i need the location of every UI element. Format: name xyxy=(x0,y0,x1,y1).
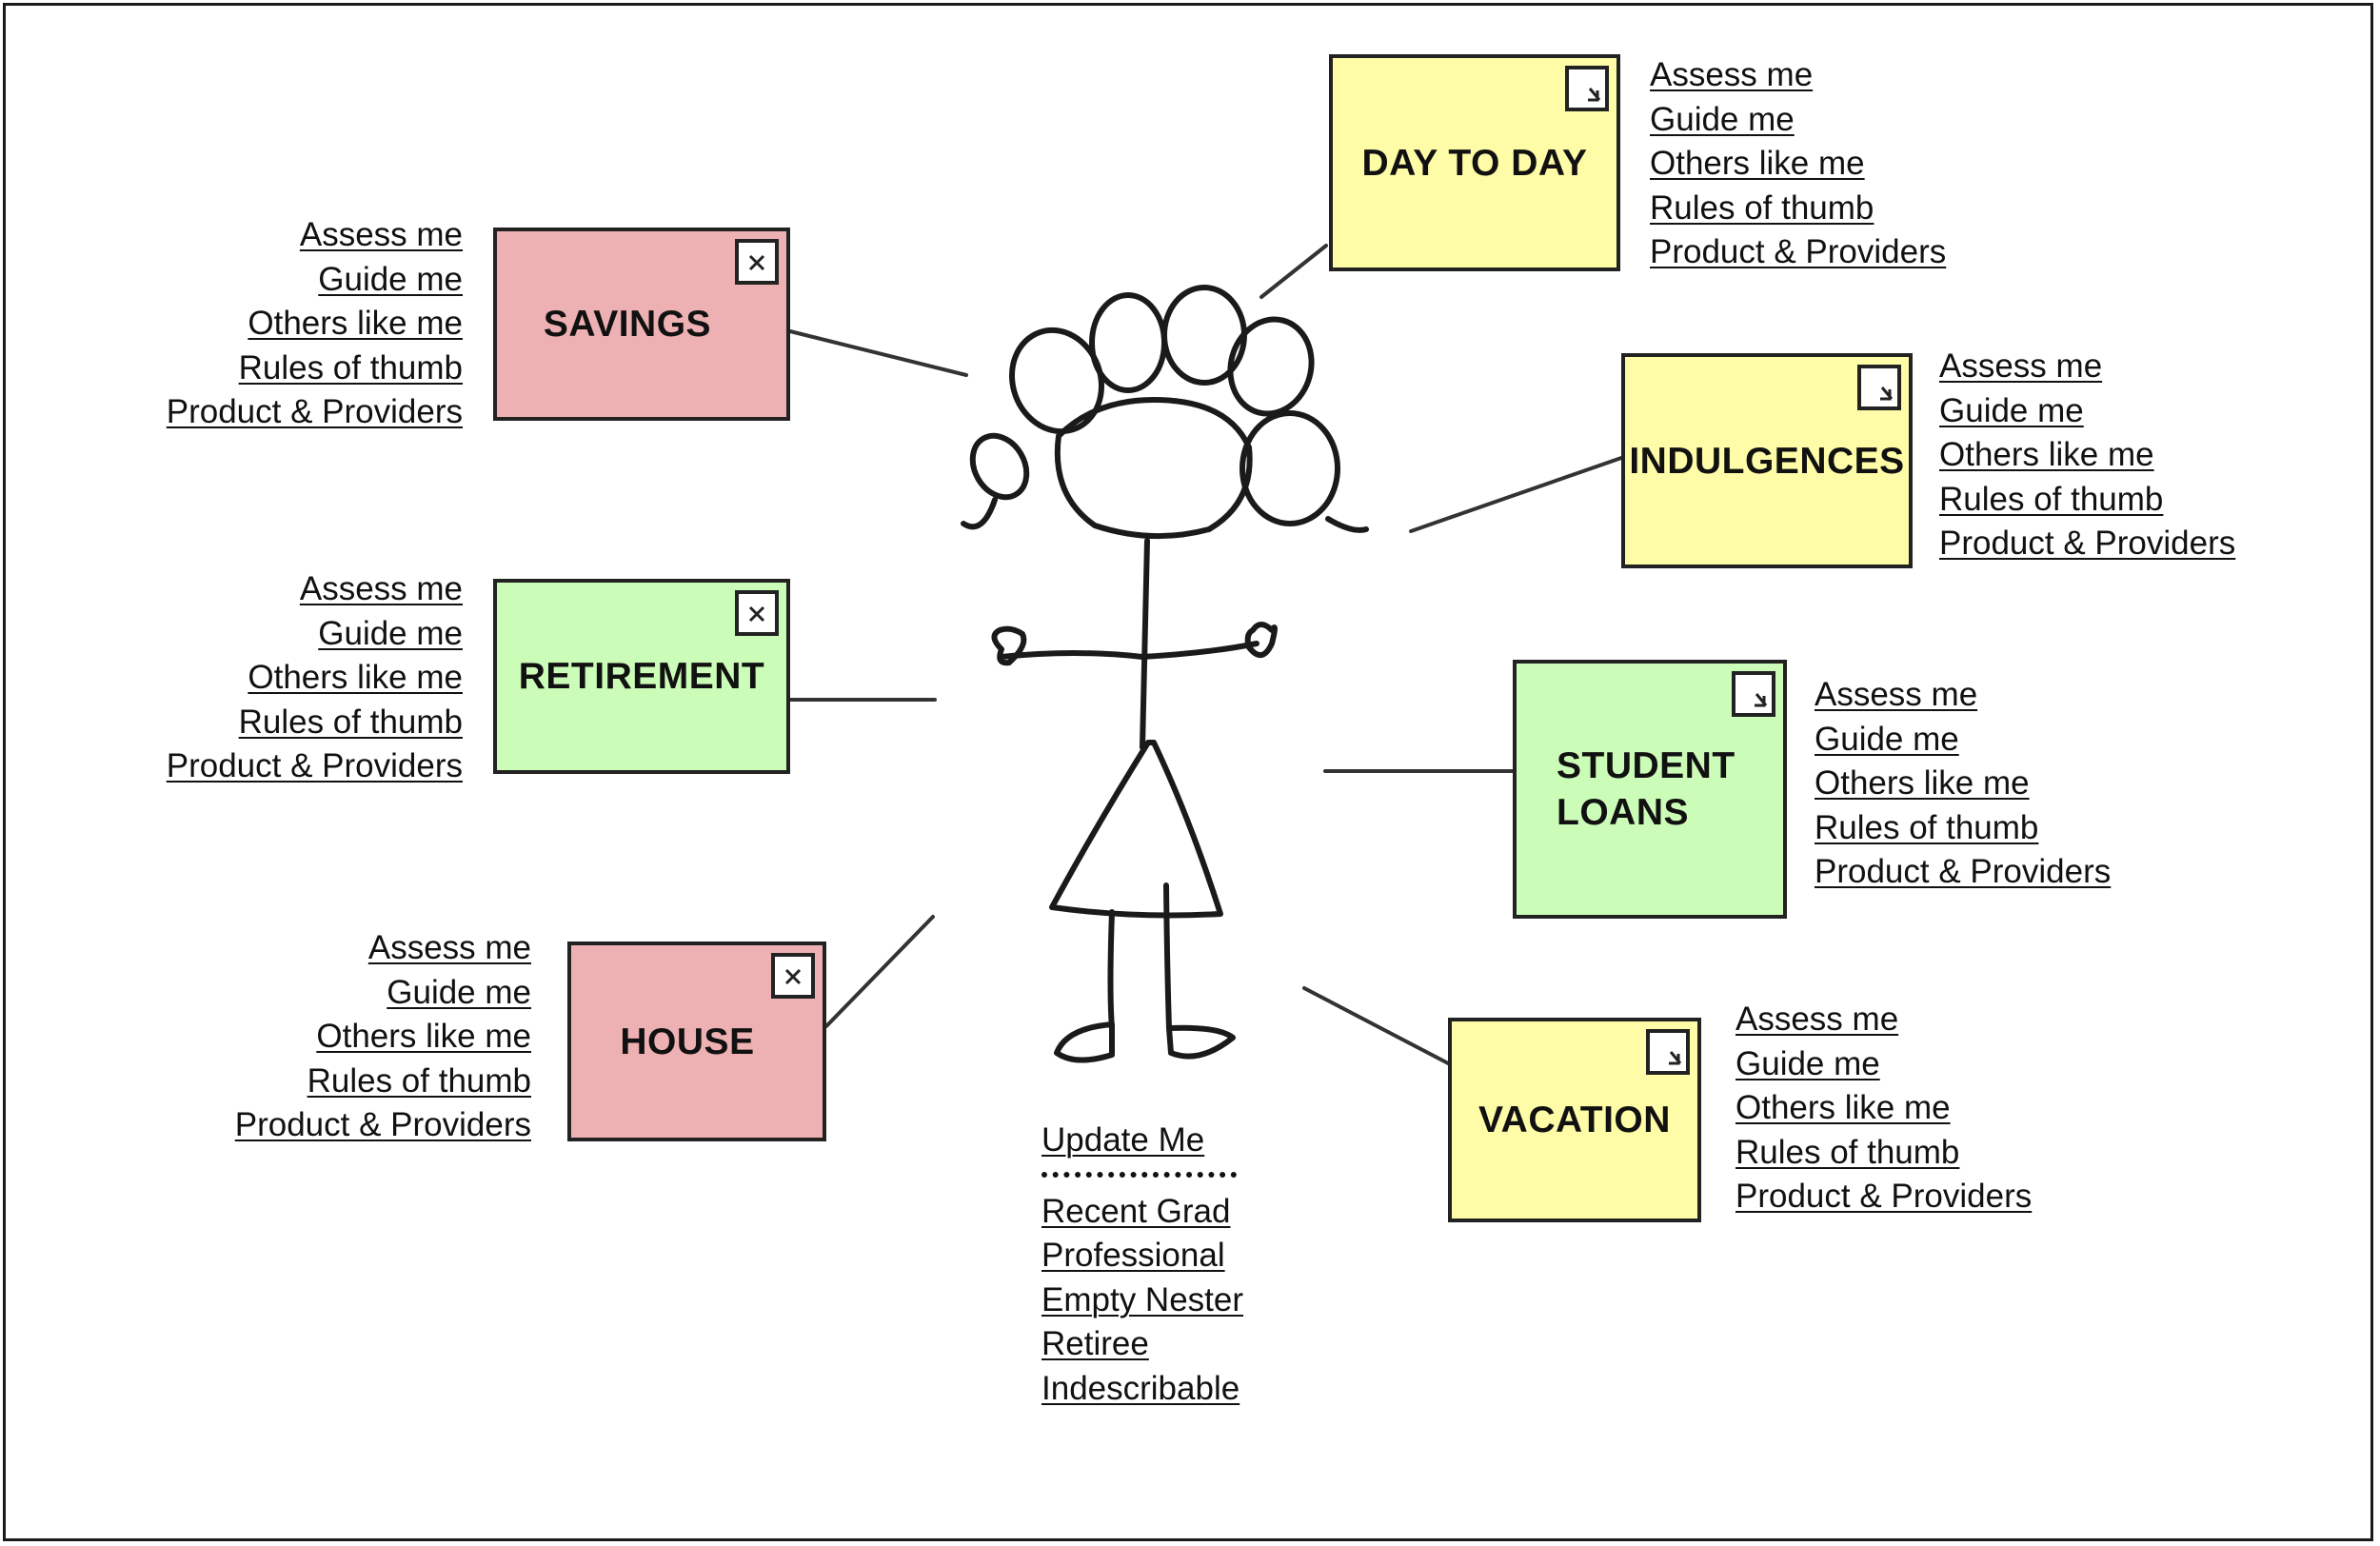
savings-products-link[interactable]: Product & Providers xyxy=(166,393,463,430)
goal-card-savings[interactable]: SAVINGS xyxy=(493,228,790,421)
vacation-others-link[interactable]: Others like me xyxy=(1735,1089,1951,1126)
savings-others-link[interactable]: Others like me xyxy=(248,305,463,342)
savings-assess-link[interactable]: Assess me xyxy=(299,216,463,253)
savings-rules-link[interactable]: Rules of thumb xyxy=(238,348,463,386)
goal-card-retirement[interactable]: RETIREMENT xyxy=(493,579,790,774)
vacation-assess-link[interactable]: Assess me xyxy=(1735,1001,1899,1038)
vacation-guide-link[interactable]: Guide me xyxy=(1735,1044,1880,1082)
dotted-divider xyxy=(1041,1171,1237,1178)
student-loans-guide-link[interactable]: Guide me xyxy=(1815,720,1959,758)
indulgences-others-link[interactable]: Others like me xyxy=(1939,436,2154,473)
house-guide-link[interactable]: Guide me xyxy=(387,973,531,1011)
retirement-others-link[interactable]: Others like me xyxy=(248,659,463,696)
expand-icon[interactable] xyxy=(1732,671,1775,717)
retirement-rules-link[interactable]: Rules of thumb xyxy=(238,703,463,741)
update-me-link[interactable]: Update Me xyxy=(1041,1121,1205,1159)
expand-icon[interactable] xyxy=(735,239,779,285)
retirement-guide-link[interactable]: Guide me xyxy=(318,614,463,652)
profile-menu: Update Me Recent Grad Professional Empty… xyxy=(1041,1119,1243,1411)
student-loans-links: Assess me Guide me Others like me Rules … xyxy=(1815,673,2111,895)
profile-option-recent-grad[interactable]: Recent Grad xyxy=(1041,1192,1231,1230)
day-to-day-links: Assess me Guide me Others like me Rules … xyxy=(1650,53,1946,275)
house-products-link[interactable]: Product & Providers xyxy=(234,1106,531,1143)
expand-icon[interactable] xyxy=(1565,66,1609,111)
goal-card-day-to-day[interactable]: DAY TO DAY xyxy=(1329,54,1620,271)
vacation-rules-link[interactable]: Rules of thumb xyxy=(1735,1133,1960,1171)
student-loans-rules-link[interactable]: Rules of thumb xyxy=(1815,808,2039,846)
goal-title-savings: SAVINGS xyxy=(543,304,712,345)
goal-card-house[interactable]: HOUSE xyxy=(567,941,826,1141)
retirement-links: Assess me Guide me Others like me Rules … xyxy=(167,567,463,789)
student-loans-others-link[interactable]: Others like me xyxy=(1815,764,2030,802)
retirement-products-link[interactable]: Product & Providers xyxy=(166,747,463,784)
expand-icon[interactable] xyxy=(735,590,779,636)
expand-icon[interactable] xyxy=(1646,1029,1690,1075)
profile-option-professional[interactable]: Professional xyxy=(1041,1237,1225,1274)
vacation-products-link[interactable]: Product & Providers xyxy=(1735,1178,2033,1215)
expand-icon[interactable] xyxy=(771,953,815,999)
house-assess-link[interactable]: Assess me xyxy=(367,929,531,966)
expand-icon[interactable] xyxy=(1857,365,1901,410)
profile-option-indescribable[interactable]: Indescribable xyxy=(1041,1369,1240,1407)
goal-card-indulgences[interactable]: INDULGENCES xyxy=(1621,353,1913,568)
profile-option-retiree[interactable]: Retiree xyxy=(1041,1325,1149,1362)
goal-title-line-2: LOANS xyxy=(1557,792,1689,833)
goal-title-vacation: VACATION xyxy=(1478,1100,1671,1140)
indulgences-products-link[interactable]: Product & Providers xyxy=(1939,525,2236,562)
day-to-day-products-link[interactable]: Product & Providers xyxy=(1650,233,1947,270)
goal-title-line-1: STUDENT xyxy=(1557,745,1735,786)
house-others-link[interactable]: Others like me xyxy=(316,1018,531,1055)
profile-option-empty-nester[interactable]: Empty Nester xyxy=(1041,1280,1243,1318)
goal-title-indulgences: INDULGENCES xyxy=(1629,440,1905,482)
indulgences-guide-link[interactable]: Guide me xyxy=(1939,391,2084,429)
goal-title-day-to-day: DAY TO DAY xyxy=(1361,142,1588,184)
indulgences-links: Assess me Guide me Others like me Rules … xyxy=(1939,345,2235,566)
house-rules-link[interactable]: Rules of thumb xyxy=(307,1061,531,1100)
day-to-day-assess-link[interactable]: Assess me xyxy=(1650,56,1814,93)
retirement-assess-link[interactable]: Assess me xyxy=(299,570,463,607)
house-links: Assess me Guide me Others like me Rules … xyxy=(235,926,531,1148)
goal-title-retirement: RETIREMENT xyxy=(518,656,765,697)
student-loans-assess-link[interactable]: Assess me xyxy=(1815,676,1978,713)
savings-guide-link[interactable]: Guide me xyxy=(318,260,463,298)
indulgences-assess-link[interactable]: Assess me xyxy=(1939,347,2103,385)
day-to-day-rules-link[interactable]: Rules of thumb xyxy=(1650,188,1874,227)
day-to-day-guide-link[interactable]: Guide me xyxy=(1650,100,1795,138)
vacation-links: Assess me Guide me Others like me Rules … xyxy=(1735,998,2032,1219)
day-to-day-others-link[interactable]: Others like me xyxy=(1650,145,1865,182)
goal-title-student-loans: STUDENT LOANS xyxy=(1557,743,1735,836)
goal-card-vacation[interactable]: VACATION xyxy=(1448,1018,1701,1222)
goal-card-student-loans[interactable]: STUDENT LOANS xyxy=(1513,660,1787,919)
student-loans-products-link[interactable]: Product & Providers xyxy=(1815,853,2112,890)
savings-links: Assess me Guide me Others like me Rules … xyxy=(167,213,463,435)
indulgences-rules-link[interactable]: Rules of thumb xyxy=(1939,480,2164,518)
goal-title-house: HOUSE xyxy=(620,1021,755,1062)
